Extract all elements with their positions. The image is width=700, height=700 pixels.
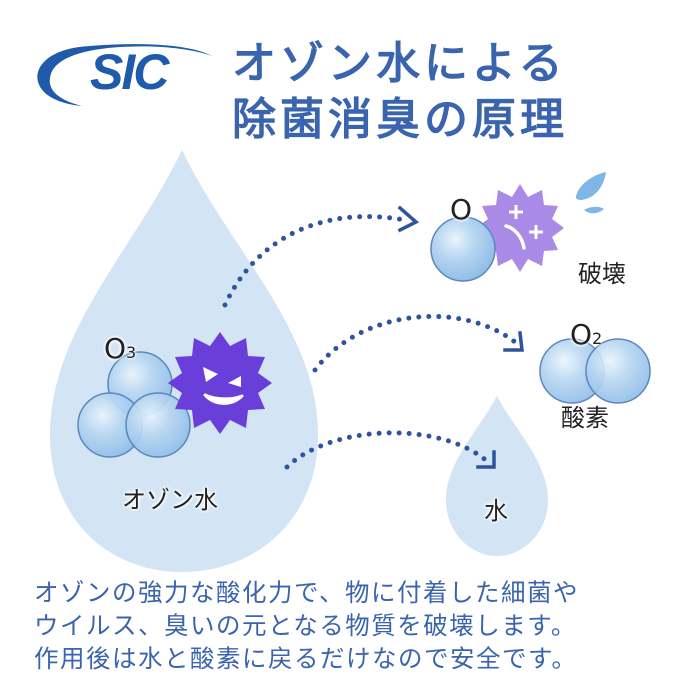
- water-label: 水: [484, 497, 508, 525]
- description-line-3: 作用後は水と酸素に戻るだけなので安全です。: [34, 644, 578, 673]
- title-line-1: オゾン水による: [232, 38, 567, 89]
- destroy-label: 破壊: [578, 260, 626, 288]
- logo-text: SIC: [90, 44, 169, 100]
- ozone-water-label: オゾン水: [122, 486, 218, 514]
- arrow-to-oxygen-icon: [312, 314, 524, 373]
- page-title: オゾン水による 除菌消臭の原理: [232, 36, 568, 148]
- description-line-2: ウイルス、臭いの元となる物質を破壊します。: [34, 611, 577, 640]
- destroyed-germ-icon: [476, 184, 564, 272]
- logo-swoosh-icon: [37, 44, 212, 106]
- oxygen-label: 酸素: [561, 404, 609, 432]
- description-line-1: オゾンの強力な酸化力で、物に付着した細菌や: [34, 578, 580, 607]
- ozone-formula: O3: [104, 332, 137, 365]
- sic-logo: SIC: [30, 38, 220, 110]
- title-line-2: 除菌消臭の原理: [232, 94, 568, 145]
- oxygen-atom-icon: [430, 216, 496, 282]
- oxygen-formula: O2: [570, 318, 603, 351]
- arrow-to-destroy-icon: [222, 205, 420, 308]
- ozone-molecule-icon: [77, 351, 191, 458]
- arrow-to-water-icon: [284, 430, 496, 470]
- water-drop-icon: [446, 396, 548, 556]
- oxygen-atom-formula: O: [450, 193, 473, 226]
- splash-icon: [575, 172, 606, 214]
- germ-icon: [168, 332, 272, 434]
- description: オゾンの強力な酸化力で、物に付着した細菌や ウイルス、臭いの元となる物質を破壊し…: [34, 576, 694, 675]
- oxygen-molecule-icon: [539, 338, 651, 404]
